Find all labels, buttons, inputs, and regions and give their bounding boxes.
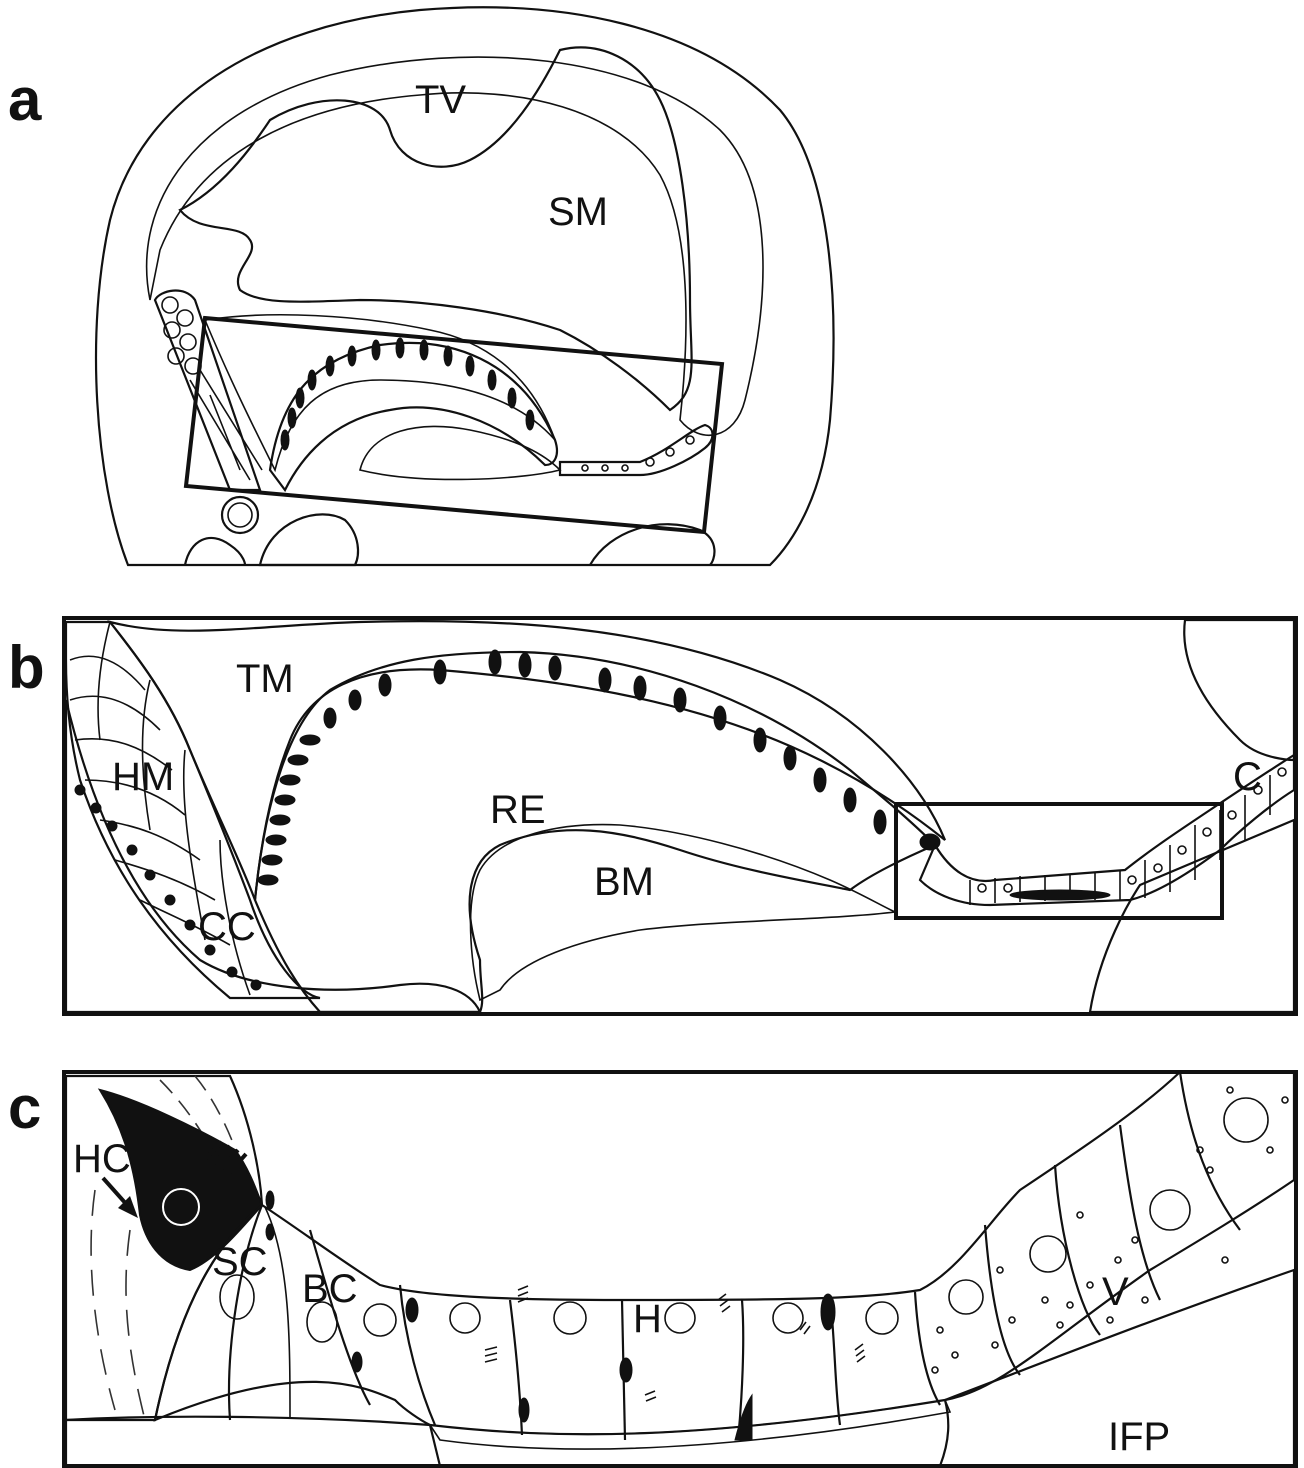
label-sc: SC bbox=[212, 1240, 268, 1284]
label-cc: CC bbox=[198, 905, 256, 949]
label-hm: HM bbox=[112, 755, 174, 799]
panel-a-lower-left bbox=[185, 538, 245, 565]
label-ifp: IFP bbox=[1108, 1415, 1170, 1459]
label-tv: TV bbox=[415, 78, 466, 122]
panel-a-tectorial-membrane bbox=[205, 315, 555, 470]
label-hc: HC bbox=[73, 1137, 131, 1181]
panel-b: b bbox=[8, 618, 1296, 1014]
panel-c: c bbox=[8, 1072, 1296, 1466]
label-h: H bbox=[633, 1297, 662, 1341]
panel-a-right-epithelium bbox=[560, 425, 713, 475]
label-c: C bbox=[1233, 755, 1262, 799]
panel-a-receptor-epithelium bbox=[270, 343, 557, 490]
panel-c-epithelium bbox=[155, 1072, 1294, 1440]
arrow-icon bbox=[103, 1178, 138, 1218]
panel-b-hair-cells bbox=[258, 650, 940, 885]
panel-a: a bbox=[8, 7, 833, 565]
panel-a-basilar-membrane bbox=[360, 426, 560, 479]
panel-c-letter: c bbox=[8, 1074, 41, 1141]
label-tm: TM bbox=[236, 657, 294, 701]
label-re: RE bbox=[490, 788, 546, 832]
label-bm: BM bbox=[594, 860, 654, 904]
label-bc: BC bbox=[302, 1267, 358, 1311]
label-v: V bbox=[1102, 1270, 1129, 1314]
panel-c-lower-left-tissue bbox=[66, 1417, 440, 1466]
panel-a-letter: a bbox=[8, 66, 42, 133]
panel-c-basal-lamina bbox=[430, 1400, 950, 1449]
panel-b-inset-box bbox=[896, 804, 1222, 918]
panel-b-letter: b bbox=[8, 634, 45, 701]
panel-a-lower-mid bbox=[260, 514, 358, 565]
panel-a-hair-cells bbox=[281, 338, 534, 450]
panel-b-top-right-tissue bbox=[1184, 620, 1294, 760]
label-sm: SM bbox=[548, 190, 608, 234]
panel-a-inset-box bbox=[186, 318, 722, 532]
